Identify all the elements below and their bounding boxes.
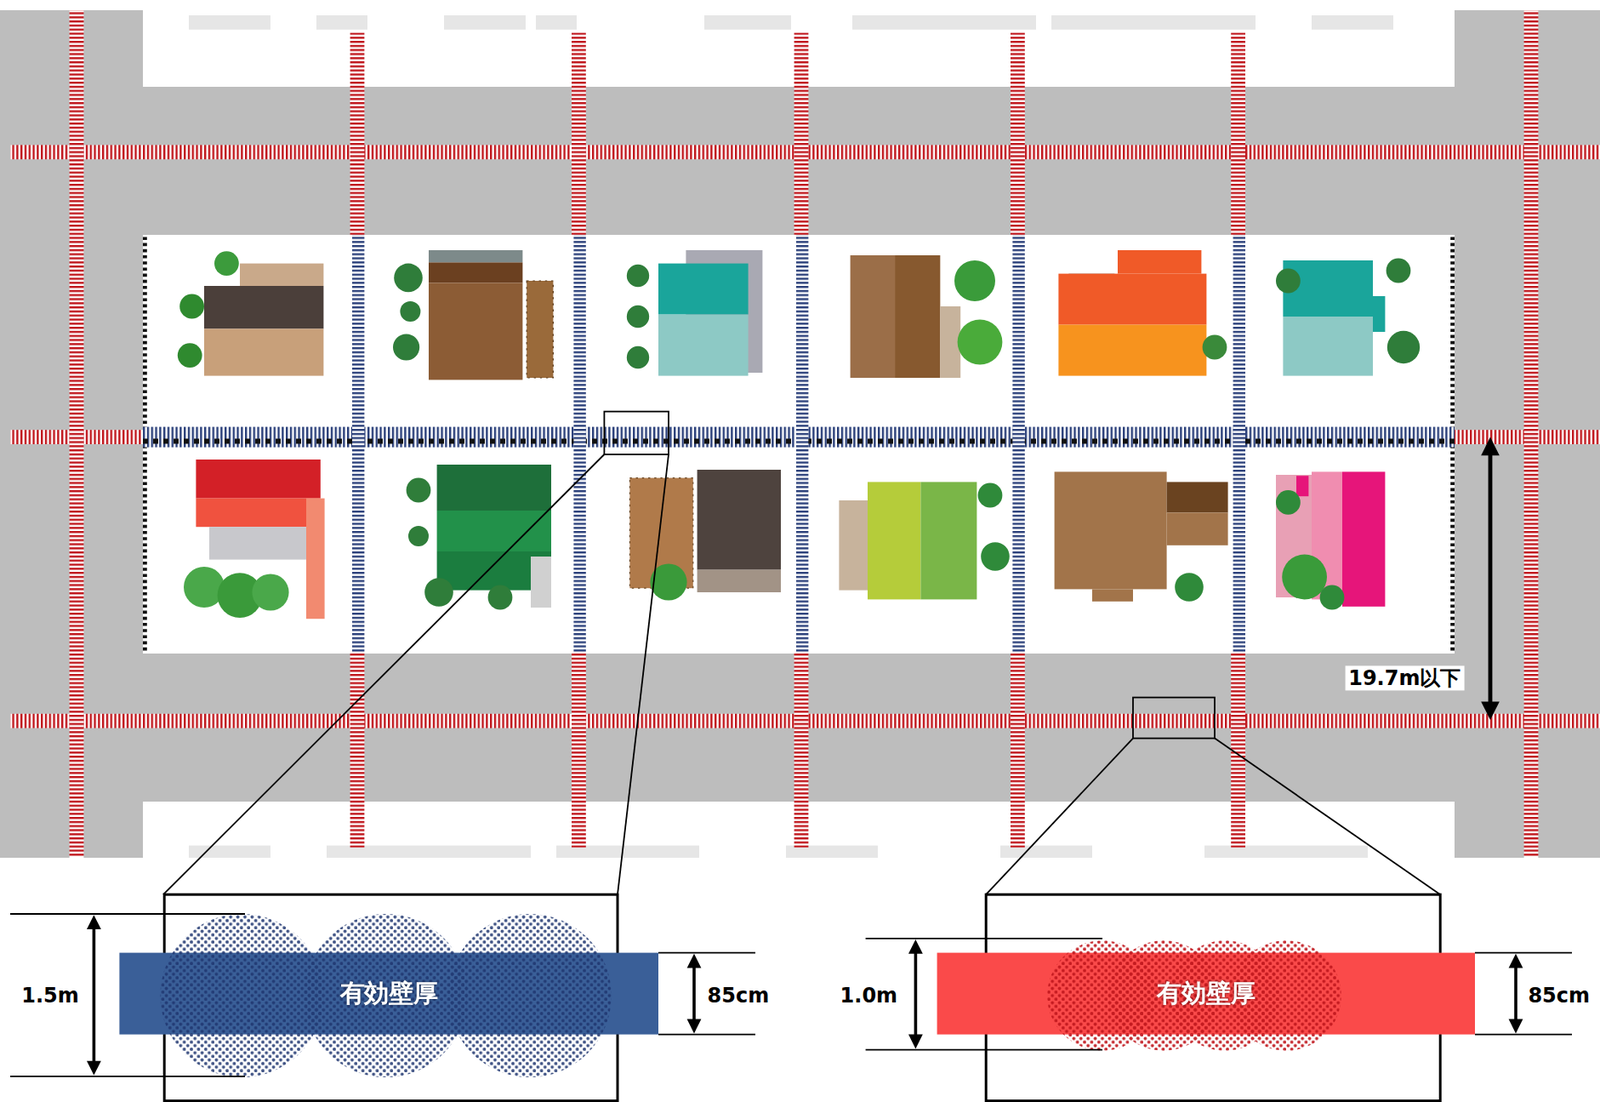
dimension-label: 85cm (1525, 983, 1594, 1008)
dimension-label: 19.7m以下 (1345, 665, 1464, 690)
wall-thickness-band: 有効壁厚 (937, 952, 1475, 1035)
dimension-label: 1.0m (837, 983, 901, 1008)
dimension-label: 85cm (704, 983, 773, 1008)
band-label: 有効壁厚 (1156, 976, 1255, 1009)
dimension-label: 1.5m (18, 983, 83, 1008)
band-label: 有効壁厚 (340, 976, 439, 1009)
wall-thickness-band: 有効壁厚 (119, 952, 659, 1035)
